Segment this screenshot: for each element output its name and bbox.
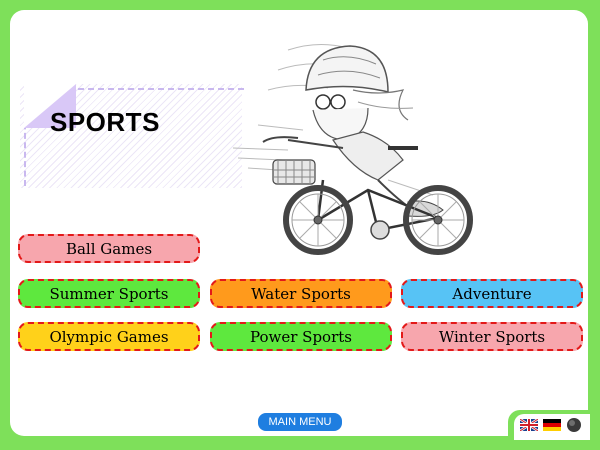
adventure-button[interactable]: Adventure (401, 279, 583, 308)
ball-games-button[interactable]: Ball Games (18, 234, 200, 263)
content-panel (10, 10, 588, 436)
summer-sports-button[interactable]: Summer Sports (18, 279, 200, 308)
uk-flag-icon[interactable] (520, 419, 538, 431)
power-sports-button[interactable]: Power Sports (210, 322, 392, 351)
back-wheel (403, 185, 473, 255)
page-title: SPORTS (50, 107, 160, 137)
folded-corner (24, 84, 76, 128)
front-wheel (283, 185, 353, 255)
water-sports-button[interactable]: Water Sports (210, 279, 392, 308)
adventure-label: Adventure (452, 284, 532, 303)
title-strip-dash-left (24, 114, 26, 186)
sound-icon[interactable] (566, 417, 582, 433)
main-menu-button[interactable]: MAIN MENU (258, 413, 342, 431)
power-sports-label: Power Sports (250, 327, 352, 346)
winter-sports-label: Winter Sports (438, 327, 546, 346)
water-sports-label: Water Sports (251, 284, 351, 303)
boy-on-bicycle-illustration (232, 44, 473, 255)
summer-sports-label: Summer Sports (49, 284, 169, 303)
title-strip-dash-top (48, 88, 244, 90)
ball-games-label: Ball Games (65, 239, 153, 258)
olympic-games-button[interactable]: Olympic Games (18, 322, 200, 351)
winter-sports-button[interactable]: Winter Sports (401, 322, 583, 351)
olympic-games-label: Olympic Games (49, 327, 169, 346)
germany-flag-icon[interactable] (543, 419, 561, 431)
